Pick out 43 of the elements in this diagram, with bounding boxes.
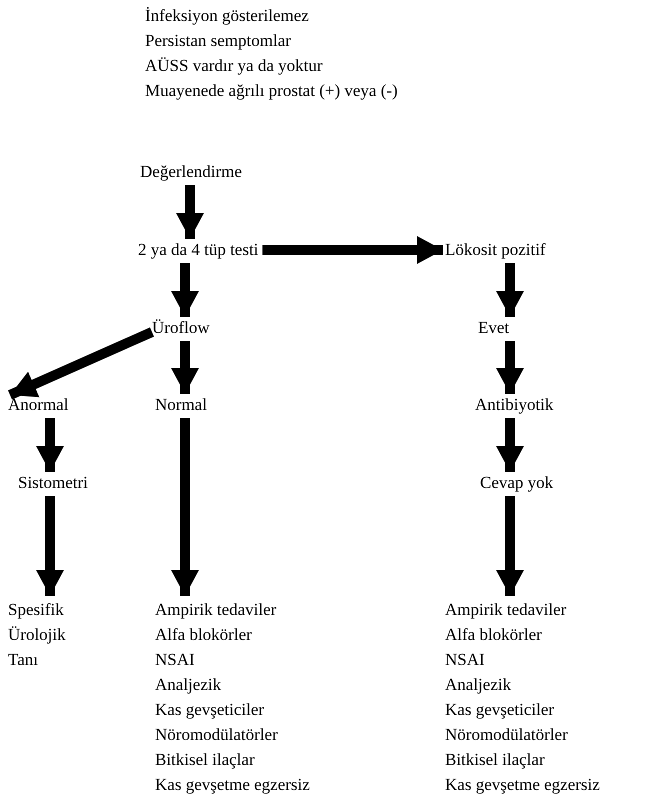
note-text: Muayenede ağrılı prostat (+) veya (-) (145, 80, 398, 102)
arrow (496, 341, 524, 394)
step-text: Nöromodülatörler (445, 724, 569, 746)
step-text: Kas gevşetme egzersiz (155, 774, 310, 796)
step-text: Üroflow (152, 318, 210, 338)
note-text: İnfeksiyon gösterilemez (145, 5, 310, 27)
step-text: Bitkisel ilaçlar (155, 749, 256, 771)
step-text: Ampirik tedaviler (155, 599, 278, 621)
step-text: Analjezik (445, 674, 512, 696)
arrow (171, 263, 199, 317)
step-text: Bitkisel ilaçlar (445, 749, 546, 771)
arrow (171, 418, 199, 596)
arrow (496, 418, 524, 472)
step-text: Alfa blokörler (155, 624, 253, 646)
arrow (496, 496, 524, 596)
arrow (36, 418, 64, 472)
step-text: NSAI (155, 649, 196, 671)
step-text: Analjezik (155, 674, 222, 696)
arrow (8, 327, 154, 400)
step-text: Değerlendirme (140, 162, 242, 182)
step-text: Lökosit pozitif (445, 240, 546, 260)
arrow (262, 236, 443, 264)
step-text: 2 ya da 4 tüp testi (138, 240, 258, 260)
step-text: Kas gevşetme egzersiz (445, 774, 600, 796)
note-text: Persistan semptomlar (145, 30, 292, 52)
arrow (36, 496, 64, 596)
step-text: Cevap yok (480, 473, 554, 493)
step-text: Alfa blokörler (445, 624, 543, 646)
arrow (496, 263, 524, 317)
step-text: Ampirik tedaviler (445, 599, 568, 621)
step-text: Evet (478, 318, 510, 338)
step-text: Anormal (8, 395, 68, 415)
arrow (176, 185, 204, 239)
step-text: Spesifik Ürolojik Tanı (8, 599, 67, 671)
arrow (171, 341, 199, 394)
step-text: Sistometri (18, 473, 88, 493)
step-text: Kas gevşeticiler (445, 699, 556, 721)
step-text: NSAI (445, 649, 486, 671)
step-text: Nöromodülatörler (155, 724, 279, 746)
step-text: Kas gevşeticiler (155, 699, 266, 721)
step-text: Antibiyotik (475, 395, 554, 415)
note-text: AÜSS vardır ya da yoktur (145, 55, 324, 77)
step-text: Normal (155, 395, 207, 415)
